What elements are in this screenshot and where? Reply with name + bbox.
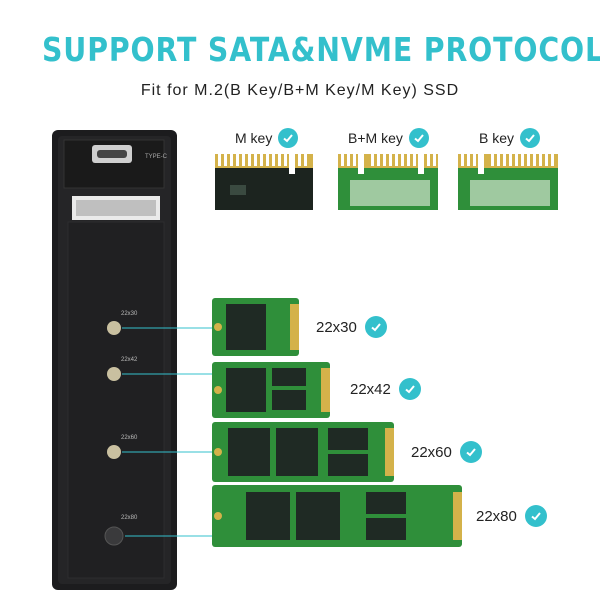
bm-key-ssd	[338, 154, 438, 210]
page-title: SUPPORT SATA&NVME PROTOCOL	[42, 30, 600, 69]
check-icon	[278, 128, 299, 148]
size-label-text: 22x80	[476, 507, 517, 525]
key-label-text: B+M key	[348, 130, 403, 146]
svg-text:22x30: 22x30	[121, 311, 138, 317]
svg-text:22x60: 22x60	[121, 435, 138, 441]
size-label-22x60: 22x60	[411, 441, 482, 463]
size-label-text: 22x30	[316, 318, 357, 336]
mount-hole-22x60: 22x60	[107, 435, 138, 459]
b-key-ssd	[458, 154, 558, 210]
key-label-b: B key	[479, 128, 541, 148]
mount-hole-22x30: 22x30	[107, 311, 138, 335]
page-subtitle: Fit for M.2(B Key/B+M Key/M Key) SSD	[140, 82, 460, 99]
size-label-text: 22x42	[350, 380, 391, 398]
check-icon	[398, 378, 421, 400]
size-label-22x42: 22x42	[350, 378, 421, 400]
connector-lines	[122, 327, 215, 537]
size-label-22x30: 22x30	[316, 316, 387, 338]
size-label-22x80: 22x80	[476, 505, 547, 527]
key-label-text: B key	[479, 130, 515, 146]
mount-hole-22x80: 22x80	[104, 515, 138, 546]
key-label-text: M key	[235, 130, 273, 146]
ssd-22x42	[212, 362, 330, 418]
ssd-22x30	[212, 298, 299, 356]
port-label: TYPE-C	[145, 154, 168, 160]
ssd-enclosure: TYPE-C 22x30 22x42 22x60 22x80	[52, 130, 177, 590]
svg-text:22x80: 22x80	[121, 515, 138, 521]
key-label-m: M key	[235, 128, 299, 148]
m-key-ssd	[215, 154, 313, 210]
check-icon	[524, 505, 547, 527]
size-label-text: 22x60	[411, 443, 452, 461]
key-label-bm: B+M key	[348, 128, 429, 148]
svg-text:22x42: 22x42	[121, 357, 138, 363]
mount-hole-22x42: 22x42	[107, 357, 138, 381]
check-icon	[520, 128, 541, 148]
check-icon	[364, 316, 387, 338]
ssd-22x80	[212, 485, 462, 547]
ssd-22x60	[212, 422, 394, 482]
check-icon	[408, 128, 429, 148]
check-icon	[459, 441, 482, 463]
